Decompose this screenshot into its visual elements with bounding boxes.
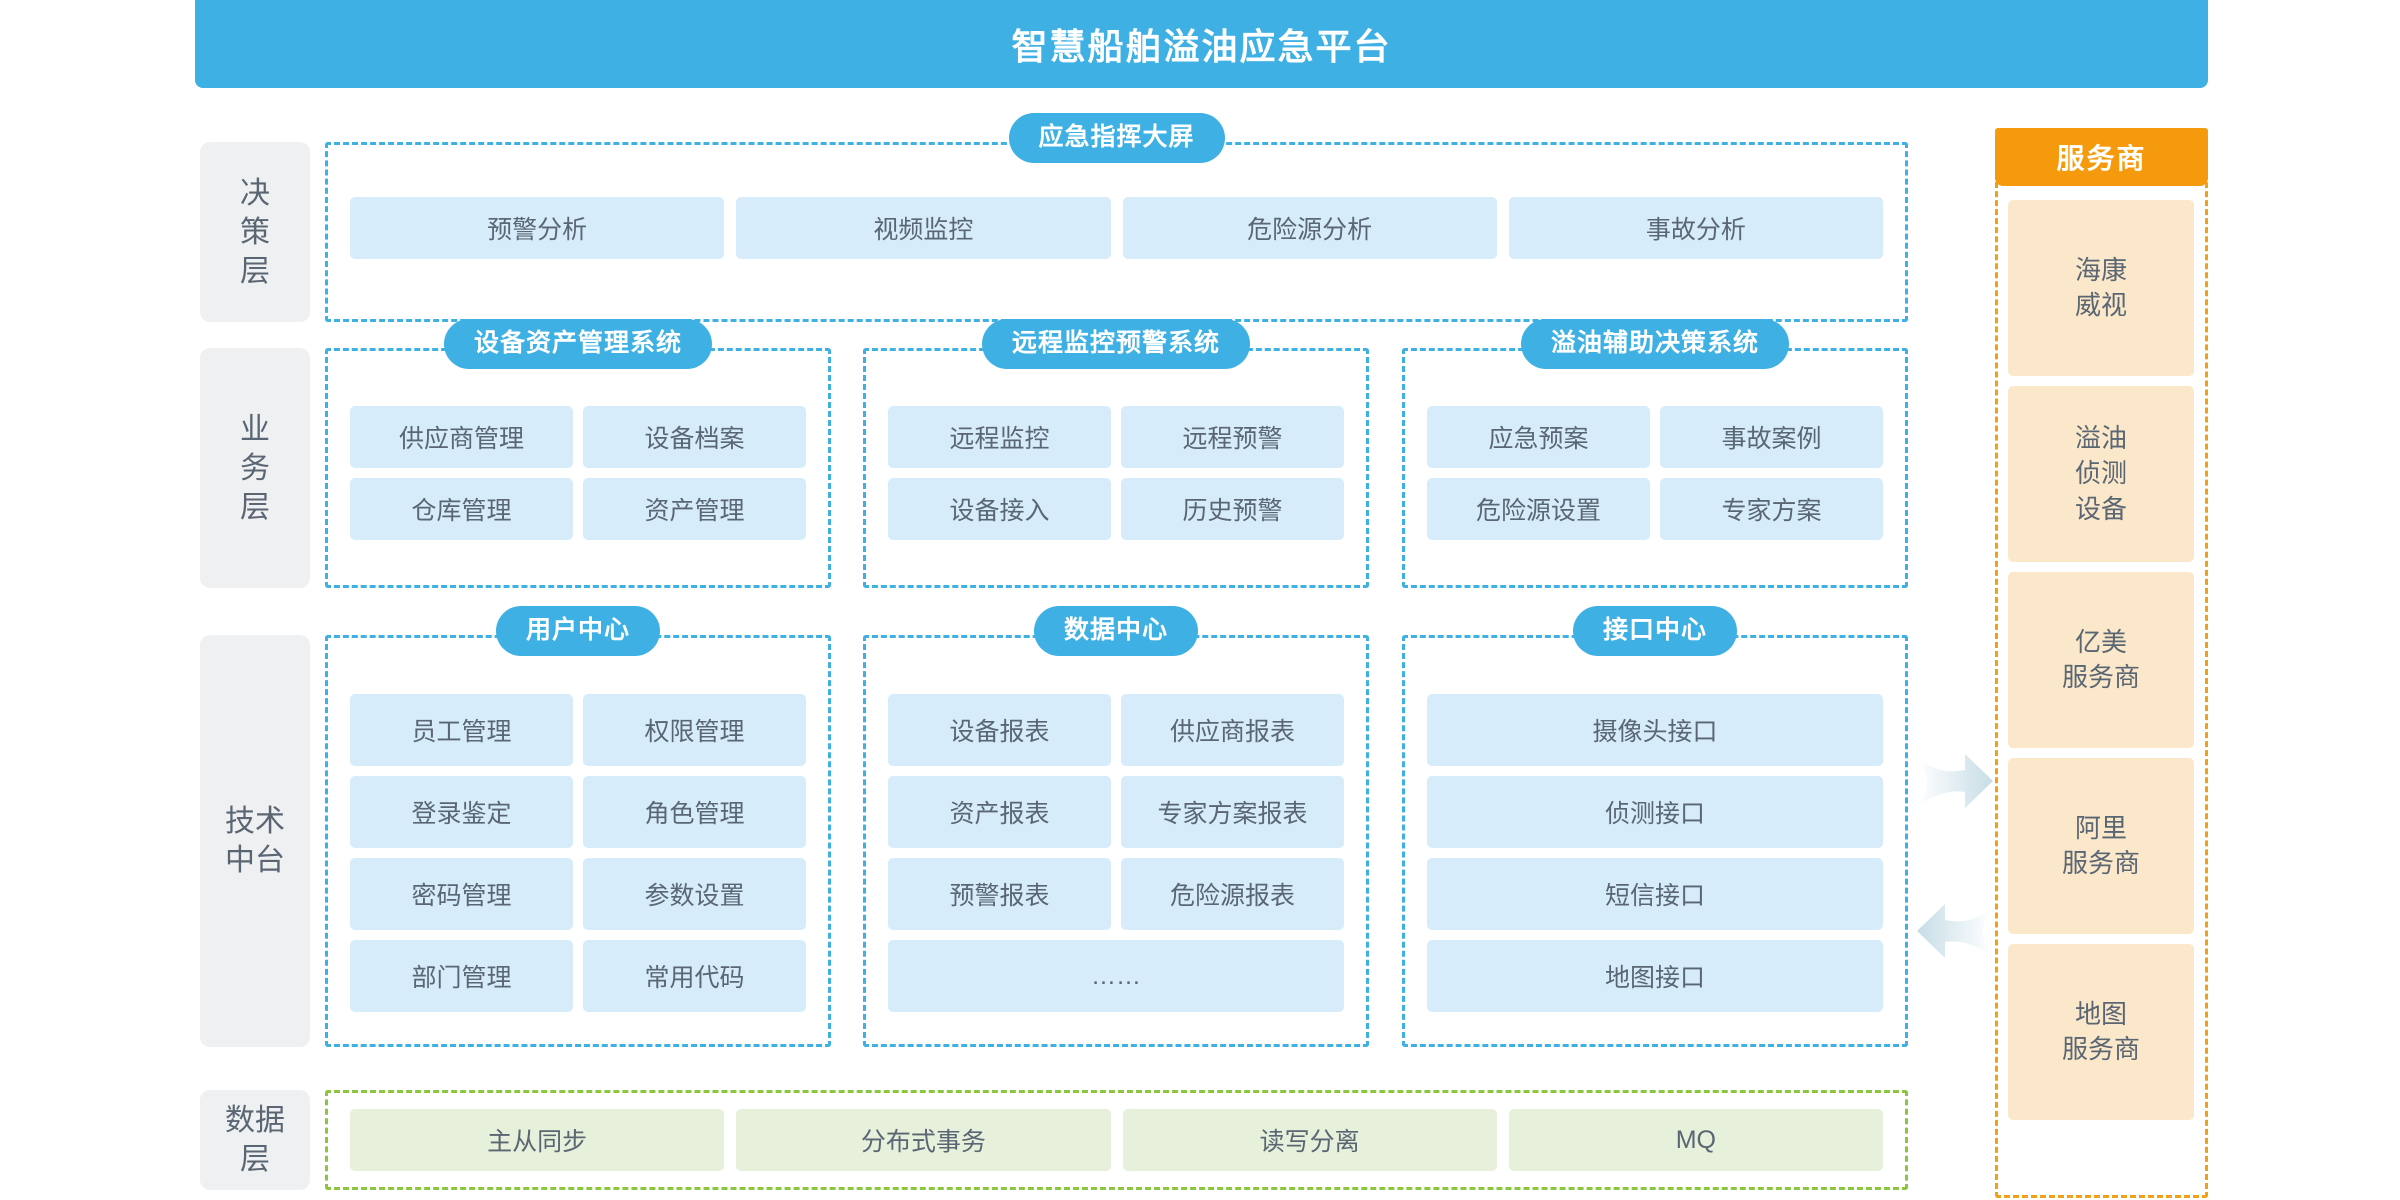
- tech-tile[interactable]: 登录鉴定: [350, 776, 573, 848]
- tech-tile[interactable]: 设备报表: [888, 694, 1111, 766]
- business-group-frame: 远程监控预警系统 远程监控 远程预警 设备接入 历史预警: [863, 319, 1369, 588]
- platform-header: 智慧船舶溢油应急平台: [195, 0, 2208, 88]
- business-tile[interactable]: 仓库管理: [350, 478, 573, 540]
- tech-tile[interactable]: 员工管理: [350, 694, 573, 766]
- vendor-item[interactable]: 阿里 服务商: [2008, 758, 2194, 934]
- business-tile[interactable]: 设备档案: [583, 406, 806, 468]
- business-group-frame: 溢油辅助决策系统 应急预案 事故案例 危险源设置 专家方案: [1402, 319, 1908, 588]
- data-tile[interactable]: 读写分离: [1122, 1109, 1497, 1171]
- tech-tile[interactable]: 密码管理: [350, 858, 573, 930]
- tech-group-title: 接口中心: [1572, 606, 1738, 656]
- business-tile[interactable]: 设备接入: [888, 478, 1111, 540]
- layer-label-decision-text: 决 策 层: [240, 176, 270, 288]
- tech-tile[interactable]: 权限管理: [583, 694, 806, 766]
- vendor-panel-header: 服务商: [1995, 128, 2208, 186]
- tech-tile-grid: 设备报表 供应商报表 资产报表 专家方案报表 预警报表 危险源报表 ……: [888, 694, 1344, 1012]
- page-title: 智慧船舶溢油应急平台: [1011, 26, 1392, 67]
- tech-group-frame: 数据中心 设备报表 供应商报表 资产报表 专家方案报表 预警报表 危险源报表 ……: [863, 606, 1369, 1047]
- business-tile[interactable]: 应急预案: [1427, 406, 1650, 468]
- layer-label-tech-text: 技术 中台: [225, 805, 285, 877]
- business-tile-grid: 供应商管理 设备档案 仓库管理 资产管理: [350, 406, 806, 540]
- tech-group-title: 用户中心: [495, 606, 661, 656]
- tech-tile[interactable]: 供应商报表: [1121, 694, 1344, 766]
- business-tile[interactable]: 远程预警: [1121, 406, 1344, 468]
- tech-group-title: 数据中心: [1033, 606, 1199, 656]
- tech-tile[interactable]: 地图接口: [1427, 940, 1883, 1012]
- business-tile[interactable]: 专家方案: [1660, 478, 1883, 540]
- decision-tile[interactable]: 事故分析: [1508, 197, 1883, 259]
- business-group-title: 溢油辅助决策系统: [1520, 319, 1790, 369]
- decision-tile[interactable]: 视频监控: [736, 197, 1111, 259]
- decision-layer-frame: 应急指挥大屏 预警分析 视频监控 危险源分析 事故分析: [325, 113, 1908, 322]
- layer-label-data-text: 数据 层: [225, 1104, 285, 1176]
- data-tile[interactable]: 分布式事务: [736, 1109, 1111, 1171]
- tech-tile[interactable]: 专家方案报表: [1121, 776, 1344, 848]
- tech-tile-grid: 员工管理 权限管理 登录鉴定 角色管理 密码管理 参数设置 部门管理 常用代码: [350, 694, 806, 1012]
- tech-tile[interactable]: 部门管理: [350, 940, 573, 1012]
- business-tile[interactable]: 事故案例: [1660, 406, 1883, 468]
- data-tile[interactable]: 主从同步: [350, 1109, 725, 1171]
- tech-tile[interactable]: 参数设置: [583, 858, 806, 930]
- decision-tile-grid: 预警分析 视频监控 危险源分析 事故分析: [350, 197, 1883, 259]
- decision-tile[interactable]: 危险源分析: [1122, 197, 1497, 259]
- arrow-from-vendors-icon: [1917, 904, 1993, 958]
- tech-tile[interactable]: 侦测接口: [1427, 776, 1883, 848]
- decision-tile[interactable]: 预警分析: [350, 197, 725, 259]
- business-group-title: 设备资产管理系统: [443, 319, 713, 369]
- business-tile[interactable]: 历史预警: [1121, 478, 1344, 540]
- vendor-item[interactable]: 海康 威视: [2008, 200, 2194, 376]
- layer-label-decision: 决 策 层: [200, 142, 310, 322]
- tech-tile[interactable]: 角色管理: [583, 776, 806, 848]
- business-tile[interactable]: 供应商管理: [350, 406, 573, 468]
- business-group-frame: 设备资产管理系统 供应商管理 设备档案 仓库管理 资产管理: [325, 319, 831, 588]
- vendor-item[interactable]: 溢油 侦测 设备: [2008, 386, 2194, 562]
- business-tile-grid: 远程监控 远程预警 设备接入 历史预警: [888, 406, 1344, 540]
- tech-group-frame: 接口中心 摄像头接口 侦测接口 短信接口 地图接口: [1402, 606, 1908, 1047]
- tech-tile[interactable]: 资产报表: [888, 776, 1111, 848]
- tech-tile[interactable]: 短信接口: [1427, 858, 1883, 930]
- business-group-title: 远程监控预警系统: [981, 319, 1251, 369]
- business-tile-grid: 应急预案 事故案例 危险源设置 专家方案: [1427, 406, 1883, 540]
- vendor-panel-title: 服务商: [2056, 143, 2147, 174]
- tech-tile-more[interactable]: ……: [888, 940, 1344, 1012]
- business-tile[interactable]: 危险源设置: [1427, 478, 1650, 540]
- data-layer-frame: 主从同步 分布式事务 读写分离 MQ: [325, 1090, 1908, 1190]
- tech-tile[interactable]: 摄像头接口: [1427, 694, 1883, 766]
- data-tile-grid: 主从同步 分布式事务 读写分离 MQ: [350, 1109, 1883, 1171]
- layer-label-business-text: 业 务 层: [240, 412, 270, 524]
- business-tile[interactable]: 远程监控: [888, 406, 1111, 468]
- data-tile[interactable]: MQ: [1508, 1109, 1883, 1171]
- tech-group-frame: 用户中心 员工管理 权限管理 登录鉴定 角色管理 密码管理 参数设置 部门管理 …: [325, 606, 831, 1047]
- business-tile[interactable]: 资产管理: [583, 478, 806, 540]
- tech-tile[interactable]: 危险源报表: [1121, 858, 1344, 930]
- decision-group-title: 应急指挥大屏: [1008, 113, 1225, 163]
- arrow-to-vendors-icon: [1917, 754, 1993, 808]
- tech-tile-grid: 摄像头接口 侦测接口 短信接口 地图接口: [1427, 694, 1883, 1012]
- vendor-item[interactable]: 地图 服务商: [2008, 944, 2194, 1120]
- layer-label-data: 数据 层: [200, 1090, 310, 1190]
- layer-label-business: 业 务 层: [200, 348, 310, 588]
- tech-tile[interactable]: 常用代码: [583, 940, 806, 1012]
- vendor-item[interactable]: 亿美 服务商: [2008, 572, 2194, 748]
- tech-tile[interactable]: 预警报表: [888, 858, 1111, 930]
- layer-label-tech: 技术 中台: [200, 635, 310, 1047]
- vendor-list: 海康 威视 溢油 侦测 设备 亿美 服务商 阿里 服务商 地图 服务商: [2008, 200, 2194, 1120]
